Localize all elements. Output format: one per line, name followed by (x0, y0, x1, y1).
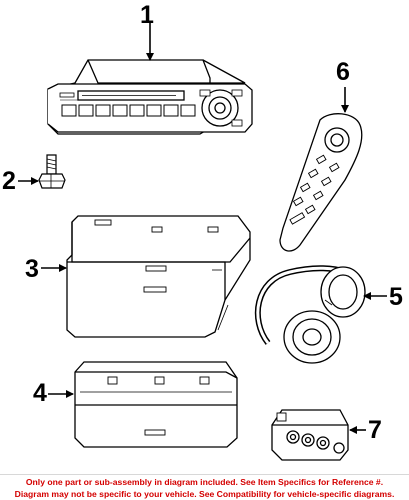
disclaimer-line-2: Diagram may not be specific to your vehi… (14, 489, 395, 499)
callout-7: 7 (368, 416, 382, 444)
callout-6: 6 (336, 58, 350, 86)
audio-jack-module-icon (271, 409, 349, 461)
dvd-player-icon (74, 361, 238, 448)
disclaimer-line-1: Only one part or sub-assembly in diagram… (25, 477, 384, 487)
remote-control-icon (279, 113, 363, 252)
video-screen-icon (66, 215, 251, 338)
parts-diagram (18, 22, 387, 461)
radio-head-unit-icon (47, 59, 253, 135)
wireless-headphones-icon (254, 265, 366, 364)
callout-3: 3 (25, 255, 39, 283)
disclaimer-banner: Only one part or sub-assembly in diagram… (0, 474, 409, 500)
callout-1: 1 (140, 1, 154, 29)
callout-5: 5 (389, 283, 403, 311)
callout-2: 2 (2, 167, 16, 195)
callout-4: 4 (33, 379, 47, 407)
mounting-bolt-icon (38, 154, 66, 189)
